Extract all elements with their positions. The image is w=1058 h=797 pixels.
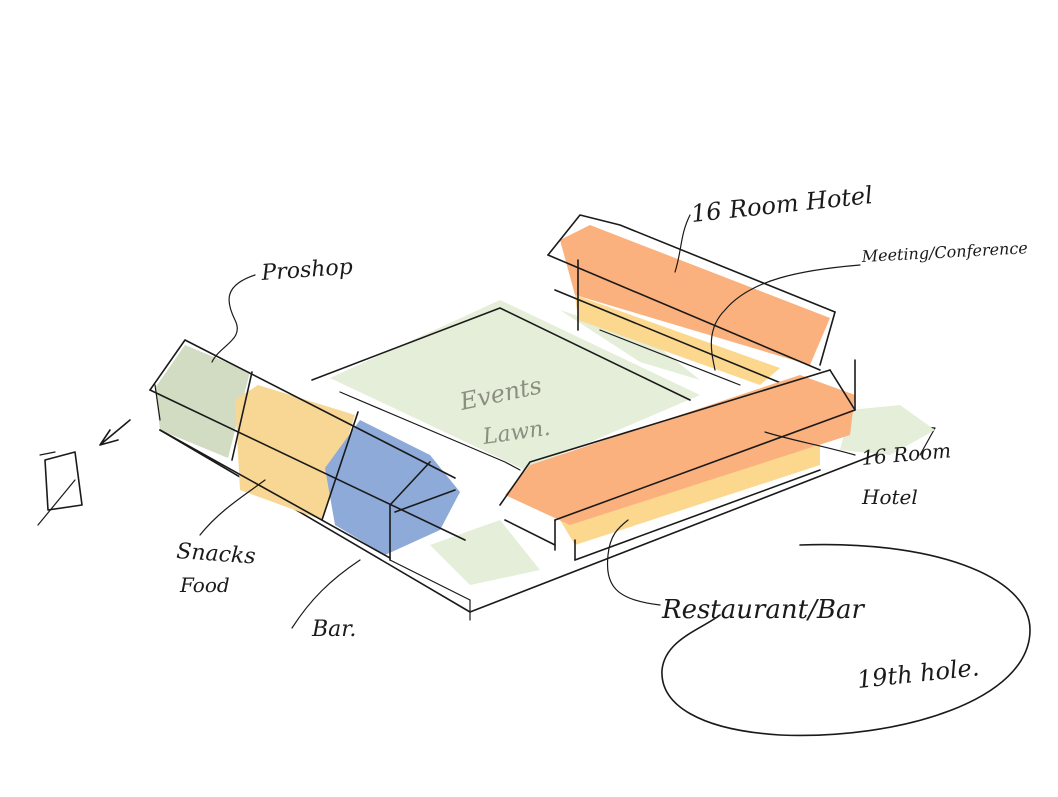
restaurant-leader [608, 520, 660, 605]
restaurant-bar-label: Restaurant/Bar [661, 595, 865, 625]
bar-block [325, 420, 460, 555]
nineteenth-hole-outline [662, 545, 1030, 736]
snacks-label-line1: Snacks [176, 539, 257, 569]
hotel-lower-label-line2: Hotel [861, 485, 918, 509]
bar-label: Bar. [311, 617, 356, 642]
proshop-label: Proshop [260, 255, 354, 286]
nineteenth-hole-label: 19th hole. [856, 653, 981, 694]
proshop-leader [212, 275, 255, 362]
snacks-label-line2: Food [179, 573, 230, 597]
hotel-upper-label: 16 Room Hotel [690, 181, 874, 228]
north-key [38, 420, 130, 525]
meeting-conference-label: Meeting/Conference [860, 238, 1028, 266]
